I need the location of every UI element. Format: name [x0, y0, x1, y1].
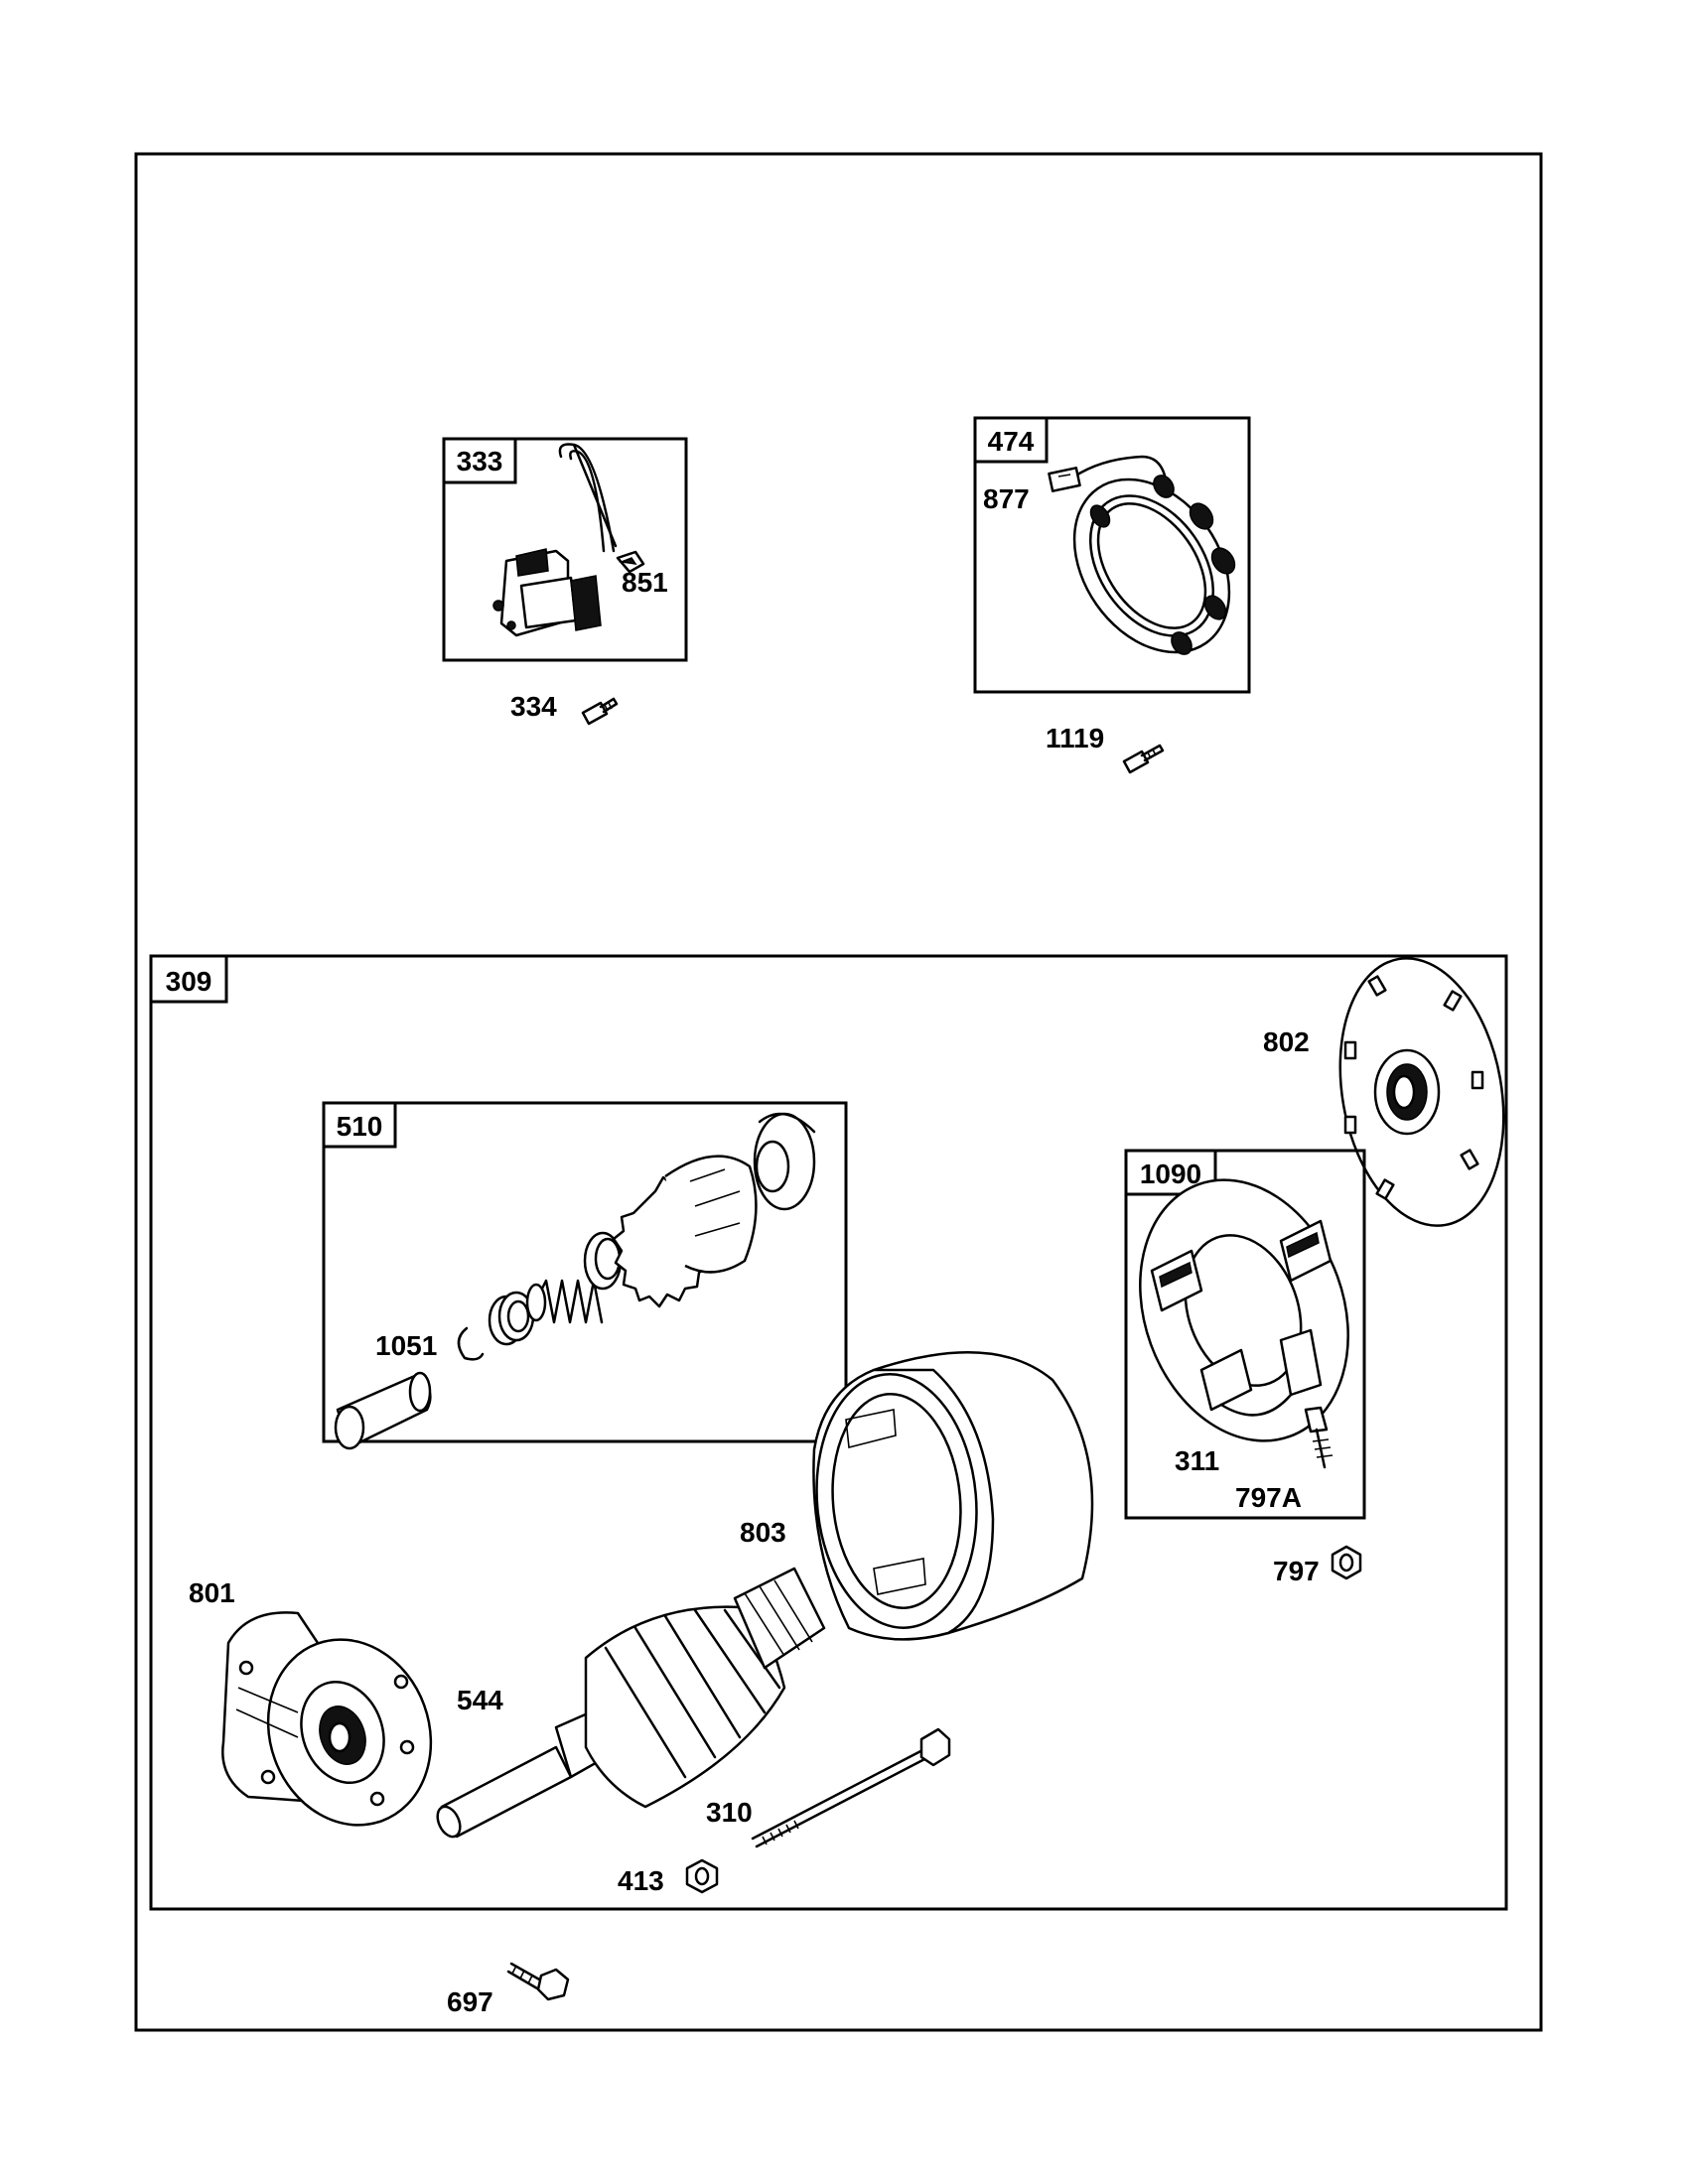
group-1090-label: 1090 [1140, 1159, 1201, 1189]
group-309-label: 309 [166, 966, 212, 997]
group-333-box [442, 437, 688, 662]
group-510: 510 [322, 1101, 848, 1443]
part-413-nut [685, 1858, 719, 1894]
group-333-label: 333 [457, 446, 503, 477]
brush-holder-assembly [1139, 1178, 1349, 1469]
callout-1119: 1119 [1046, 723, 1104, 753]
part-851 [616, 550, 645, 574]
group-1090-tag [1124, 1149, 1217, 1196]
group-309-tag [149, 954, 228, 1004]
group-333: 333 [442, 437, 688, 662]
group-1090: 1090 [1124, 1149, 1366, 1520]
callout-851: 851 [622, 567, 668, 598]
callout-802: 802 [1263, 1026, 1310, 1057]
alternator-stator [1048, 455, 1236, 655]
callout-334: 334 [510, 691, 557, 722]
outer-frame [134, 152, 1543, 2032]
part-803-housing [812, 1351, 1094, 1641]
callout-311: 311 [1175, 1445, 1219, 1476]
callout-1051: 1051 [375, 1330, 437, 1361]
part-797-nut [1331, 1545, 1362, 1580]
group-333-tag [442, 437, 517, 484]
group-510-tag [322, 1101, 397, 1149]
group-309: 309 [149, 954, 1508, 1911]
group-474-tag [973, 416, 1049, 464]
callout-801: 801 [189, 1577, 235, 1608]
part-697-bolt [506, 1962, 570, 2001]
group-510-label: 510 [337, 1111, 383, 1142]
callout-544: 544 [457, 1685, 503, 1715]
callout-797A: 797A [1235, 1482, 1302, 1513]
callout-697: 697 [447, 1986, 493, 2017]
part-310-through-bolt [751, 1727, 951, 1848]
group-474: 474 [973, 416, 1251, 694]
part-802-end-cap [1338, 957, 1505, 1227]
group-474-label: 474 [988, 426, 1035, 457]
group-309-box [149, 954, 1508, 1911]
part-544-armature [436, 1567, 826, 1839]
callout-877: 877 [983, 483, 1030, 514]
callout-310: 310 [706, 1797, 753, 1828]
group-474-box [973, 416, 1251, 694]
group-1090-box [1124, 1149, 1366, 1520]
ignition-coil [492, 443, 618, 637]
part-1119-screw [1122, 744, 1165, 774]
part-334-screw [581, 697, 619, 726]
callout-797: 797 [1273, 1556, 1320, 1586]
callout-803: 803 [740, 1517, 786, 1548]
part-801-drive-end [221, 1611, 433, 1827]
callout-413: 413 [618, 1865, 664, 1896]
starter-drive-parts [334, 1112, 816, 1450]
group-510-box [322, 1101, 848, 1443]
